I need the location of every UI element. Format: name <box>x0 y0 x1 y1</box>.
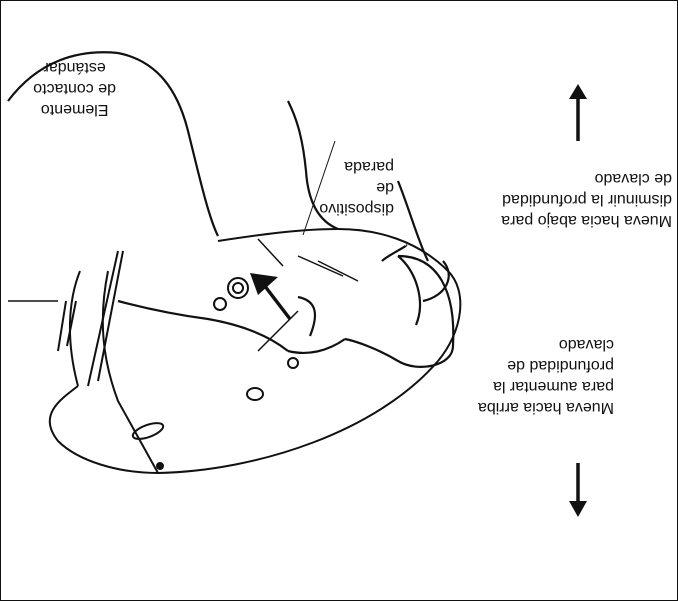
arrow-up-icon <box>569 463 587 517</box>
move-up-label: Mueva hacia arriba para aumentar la prof… <box>478 334 614 418</box>
nailer-body-drawing <box>50 229 461 473</box>
stop-device-label: dispositivo de parada <box>319 156 394 219</box>
pointer-arrow-icon <box>250 273 290 319</box>
arrow-down-icon <box>569 84 587 141</box>
contact-element-label: Elemento de contacto estándar <box>33 57 116 120</box>
move-down-label: Mueva hacia abajo para disminuir la prof… <box>501 168 672 231</box>
